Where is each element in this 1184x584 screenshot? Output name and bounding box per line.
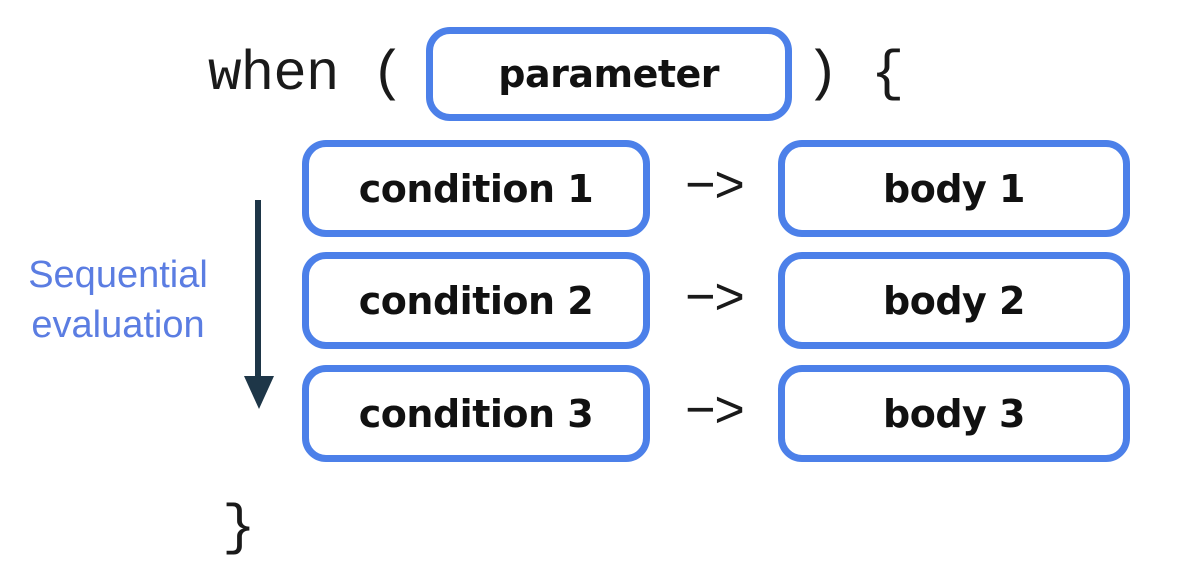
sequential-evaluation-label: Sequential evaluation bbox=[8, 250, 228, 350]
condition-3-box: condition 3 bbox=[302, 365, 650, 462]
code-when-open: when ( bbox=[208, 42, 405, 106]
when-branch-row-2: condition 2 −> body 2 bbox=[302, 252, 1130, 349]
body-2-label: body 2 bbox=[883, 278, 1025, 323]
code-closing-brace: } bbox=[222, 496, 256, 560]
body-2-box: body 2 bbox=[778, 252, 1130, 349]
code-close-paren-open-brace: ) { bbox=[805, 42, 905, 106]
parameter-label: parameter bbox=[498, 52, 720, 96]
body-1-box: body 1 bbox=[778, 140, 1130, 237]
sequential-evaluation-line1: Sequential bbox=[28, 254, 208, 296]
condition-1-box: condition 1 bbox=[302, 140, 650, 237]
body-1-label: body 1 bbox=[883, 166, 1025, 211]
body-3-label: body 3 bbox=[883, 391, 1025, 436]
sequential-evaluation-arrow-shaft bbox=[255, 200, 261, 382]
branch-arrow-2: −> bbox=[684, 271, 745, 330]
condition-2-box: condition 2 bbox=[302, 252, 650, 349]
condition-2-label: condition 2 bbox=[358, 278, 594, 323]
when-branch-row-1: condition 1 −> body 1 bbox=[302, 140, 1130, 237]
branch-arrow-3: −> bbox=[684, 384, 745, 443]
body-3-box: body 3 bbox=[778, 365, 1130, 462]
branch-arrow-cell-3: −> bbox=[650, 365, 778, 462]
branch-arrow-cell-2: −> bbox=[650, 252, 778, 349]
sequential-evaluation-line2: evaluation bbox=[31, 304, 205, 346]
condition-3-label: condition 3 bbox=[358, 391, 594, 436]
branch-arrow-cell-1: −> bbox=[650, 140, 778, 237]
condition-1-label: condition 1 bbox=[358, 166, 594, 211]
when-header: when ( parameter ) { bbox=[208, 27, 905, 121]
parameter-box: parameter bbox=[425, 27, 792, 121]
sequential-evaluation-arrow-head bbox=[244, 376, 274, 409]
branch-arrow-1: −> bbox=[684, 159, 745, 218]
when-branch-row-3: condition 3 −> body 3 bbox=[302, 365, 1130, 462]
